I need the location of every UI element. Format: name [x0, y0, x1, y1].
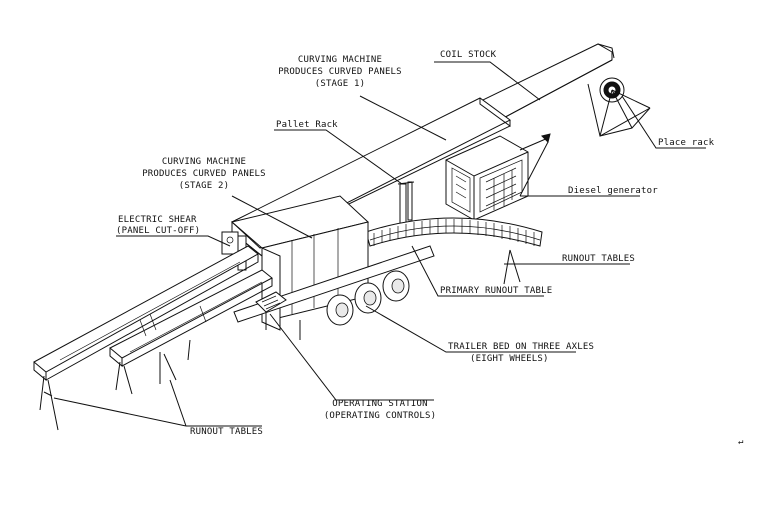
label-curving-stage2-line1: CURVING MACHINE: [162, 157, 246, 167]
operating-station: [255, 291, 287, 330]
label-operating-station-line1: OPERATING STATION: [332, 399, 428, 409]
labels: COIL STOCK CURVING MACHINE PRODUCES CURV…: [116, 50, 744, 447]
label-curving-stage1-line3: (STAGE 1): [315, 79, 366, 89]
label-runout-tables-bottom: RUNOUT TABLES: [190, 427, 263, 437]
primary-runout-table: [365, 217, 543, 247]
label-trailer-bed-line2: (EIGHT WHEELS): [470, 354, 549, 364]
label-place-rack: Place rack: [658, 138, 715, 148]
lower-runout-rails: [33, 245, 273, 382]
label-electric-shear-line2: (PANEL CUT-OFF): [116, 226, 200, 236]
label-primary-runout-table: PRIMARY RUNOUT TABLE: [440, 286, 552, 296]
label-trailer-bed-line1: TRAILER BED ON THREE AXLES: [448, 342, 594, 352]
return-mark: ↵: [738, 437, 744, 447]
label-diesel-generator: Diesel generator: [568, 186, 658, 196]
runout-table-right-legs: [503, 249, 521, 285]
diesel-generator: [445, 133, 551, 221]
label-curving-stage1-line2: PRODUCES CURVED PANELS: [278, 67, 402, 77]
label-electric-shear-line1: ELECTRIC SHEAR: [118, 215, 197, 225]
lower-runout-legs: [39, 339, 191, 431]
trailer-bed: [233, 245, 435, 340]
label-curving-stage1-line1: CURVING MACHINE: [298, 55, 382, 65]
label-curving-stage2-line2: PRODUCES CURVED PANELS: [142, 169, 266, 179]
label-coil-stock: COIL STOCK: [440, 50, 497, 60]
leader-lines: [53, 61, 706, 427]
label-pallet-rack: Pallet Rack: [276, 120, 338, 130]
trailer-wheels: [326, 270, 410, 326]
label-curving-stage2-line3: (STAGE 2): [179, 181, 230, 191]
label-operating-station-line2: (OPERATING CONTROLS): [324, 411, 436, 421]
pallet-rack: [397, 181, 415, 225]
coil-stock-reel: [587, 77, 651, 137]
label-runout-tables-right: RUNOUT TABLES: [562, 254, 635, 264]
